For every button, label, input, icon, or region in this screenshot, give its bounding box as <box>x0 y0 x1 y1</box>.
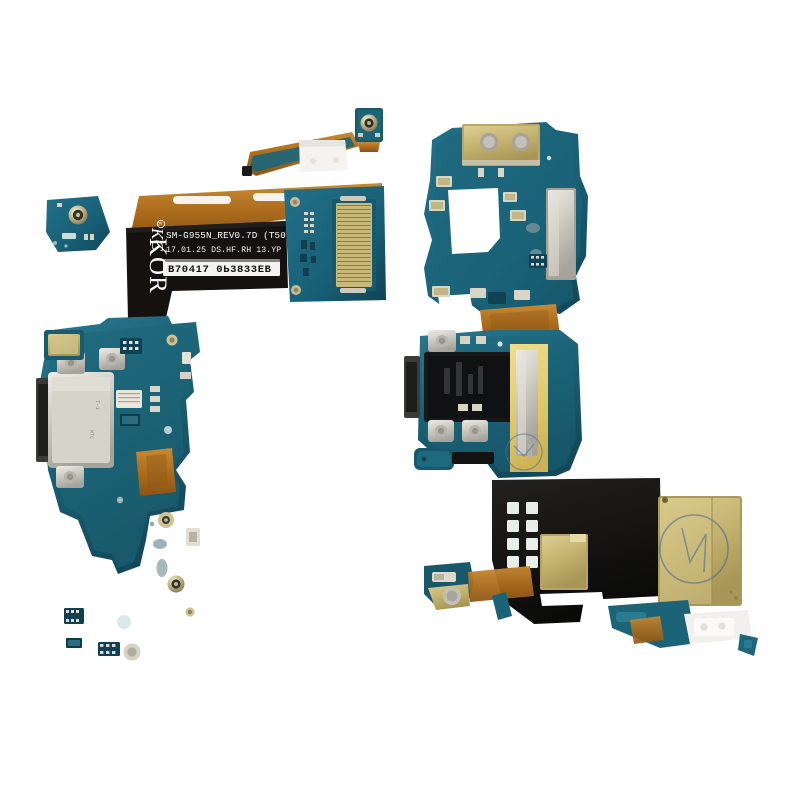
upper-left-antenna-tab <box>46 196 110 252</box>
mic-contact-pad <box>44 330 84 360</box>
rf-shield-can-right <box>546 188 576 280</box>
svg-text:MTC: MTC <box>88 430 94 439</box>
teal-trace-arm <box>492 592 512 620</box>
test-pad-flex <box>492 478 662 624</box>
headphone-jack-block <box>414 448 494 470</box>
lower-flex-bridge <box>136 448 176 496</box>
kapton-tape-strip <box>505 344 548 472</box>
left-board-assembly: SM-G955N_REV0.7D (T50) 17.01.25 DS.HF.RH… <box>36 108 386 661</box>
svg-text:KC: KC <box>148 227 167 251</box>
board-to-board-connector <box>284 186 386 302</box>
certification-mark-icon: KC R <box>148 220 167 251</box>
service-label-panel: SM-G955N_REV0.7D (T50) 17.01.25 DS.HF.RH… <box>126 220 292 320</box>
test-pad-array <box>507 502 538 568</box>
smd-component-cluster-left <box>116 334 191 504</box>
lower-left-antenna-tab-right-board <box>424 562 474 610</box>
barcode-text: B70417 0Ь3833EB <box>168 264 272 276</box>
svg-text:R: R <box>157 222 162 226</box>
label-model-line: SM-G955N_REV0.7D (T50) <box>166 230 292 241</box>
usb-c-connector: T-1 MTC <box>36 348 125 488</box>
svg-text:T-1: T-1 <box>94 400 101 411</box>
white-plastic-bracket <box>299 140 348 172</box>
barcode-sticker <box>163 259 280 276</box>
svg-text:KOR: KOR <box>144 238 171 294</box>
region-mark: KOR <box>144 238 171 294</box>
amber-flex-lower-right <box>468 566 534 602</box>
bottom-right-antenna-arm <box>608 600 758 656</box>
gold-contact-pad <box>658 496 742 606</box>
top-gold-shield <box>462 124 540 177</box>
smd-cluster-right-upper <box>429 155 552 304</box>
right-board-assembly <box>404 122 758 656</box>
left-lower-pcb <box>64 512 200 661</box>
label-date-line: 17.01.25 DS.HF.RH 13.YP <box>166 246 281 255</box>
usb-c-connector-reverse <box>404 330 520 442</box>
